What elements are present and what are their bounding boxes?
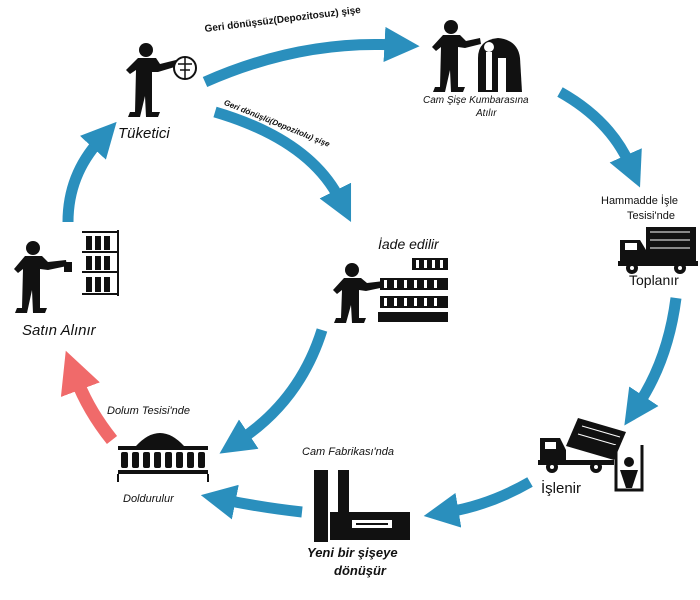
return-label: İade edilir [378, 236, 439, 252]
person-returning-crates-icon [333, 258, 448, 323]
truck-icon [618, 227, 698, 274]
filling-label: Doldurulur [123, 493, 174, 505]
bottle-bank-label-line2: Atılır [476, 108, 497, 119]
consumer-label: Tüketici [118, 125, 170, 142]
arrow-consumer-to-return [213, 106, 352, 223]
filling-prefix: Dolum Tesisi'nde [107, 405, 191, 417]
cycle-arrows [60, 26, 682, 528]
arrow-bottle-bank-to-collection [557, 87, 642, 188]
person-at-shelf-icon [14, 230, 119, 313]
arrow-purchase-to-consumer [62, 121, 117, 223]
factory-icon [314, 470, 410, 542]
person-throwing-bottle-icon [126, 43, 197, 117]
dump-truck-crusher-icon [538, 418, 644, 492]
purchase-label: Satın Alınır [22, 322, 96, 339]
arrow-collection-to-processing [624, 297, 682, 426]
bottle-filling-line-icon [117, 433, 209, 482]
collection-label: Toplanır [629, 272, 679, 288]
collection-prefix-line2: Tesisi'nde [627, 210, 675, 222]
processing-label: İşlenir [541, 480, 582, 497]
factory-label-line1: Yeni bir şişeye [307, 545, 398, 560]
factory-prefix: Cam Fabrikası'nda [302, 446, 394, 458]
arrow-processing-to-factory [423, 477, 533, 528]
collection-prefix-line1: Hammadde İşle [601, 195, 679, 207]
arrow-filling-to-purchase [60, 350, 118, 445]
person-at-bottle-bank-icon [432, 20, 522, 92]
bottle-bank-label-line1: Cam Şişe Kumbarasına [423, 95, 529, 106]
arrow-consumer-to-bottle-bank [202, 26, 420, 88]
arrow-return-to-filling [219, 328, 328, 454]
factory-label-line2: dönüşür [334, 563, 386, 578]
arrow-factory-to-filling [200, 484, 303, 520]
